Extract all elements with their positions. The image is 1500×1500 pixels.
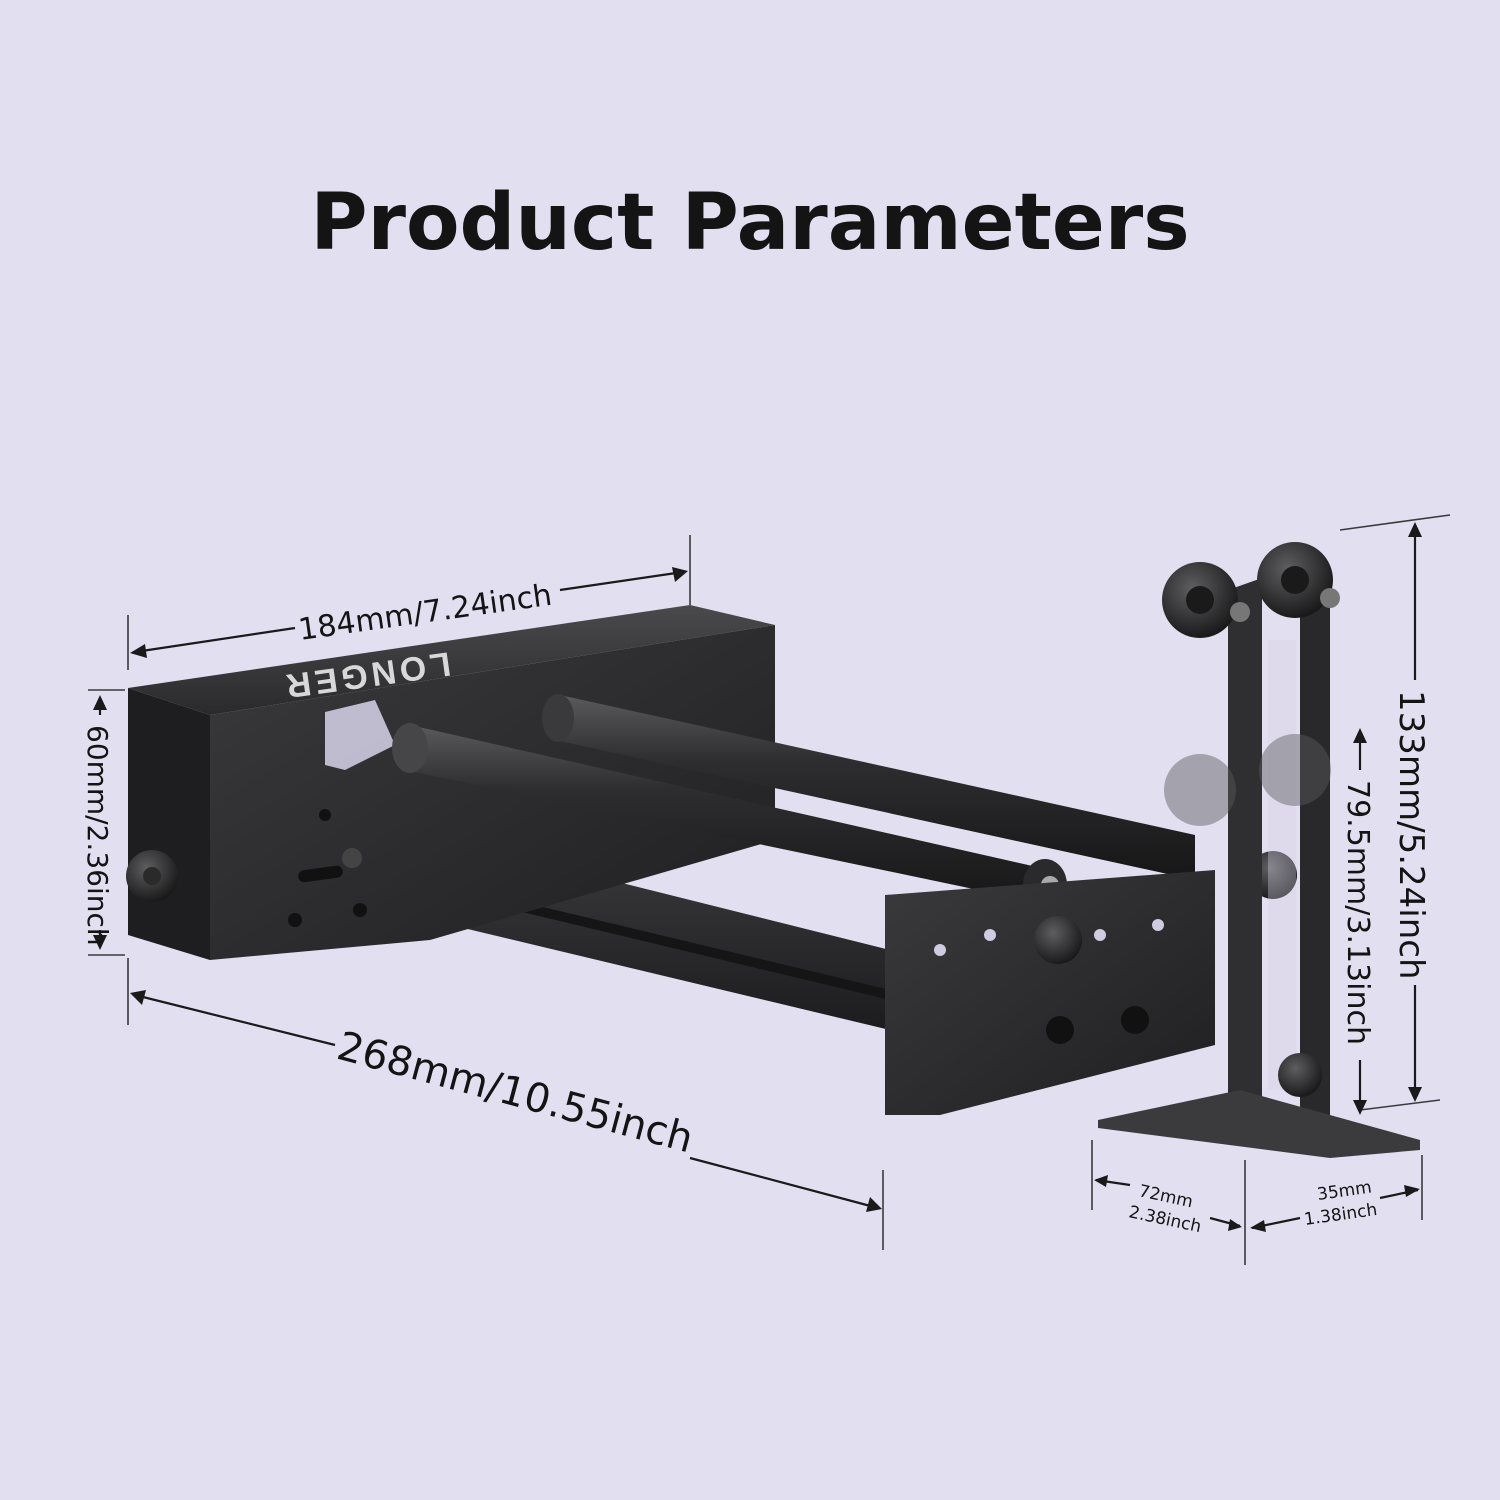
vertical-support-arm [1228,578,1262,1140]
left-box-front [128,688,210,960]
wheel-height-label: 79.5mm/3.13inch [1340,780,1375,1045]
side-height-label: 60mm/2.36inch [81,725,114,946]
left-box-top [128,605,775,715]
lower-wheels-ghost [1164,734,1331,826]
page-title: Product Parameters [310,178,1190,268]
support-foot [1098,1090,1420,1158]
product-illustration: LONGER [126,542,1420,1158]
top-wheels [1162,542,1340,638]
roller-knob [1034,916,1082,964]
foot-depth-inch-label: 1.38inch [1303,1200,1379,1230]
right-end-plate [885,870,1215,1115]
bottom-length-label: 268mm/10.55inch [332,1023,698,1162]
total-height-label: 133mm/5.24inch [1391,690,1431,980]
foot-width-inch-label: 2.38inch [1127,1202,1203,1237]
